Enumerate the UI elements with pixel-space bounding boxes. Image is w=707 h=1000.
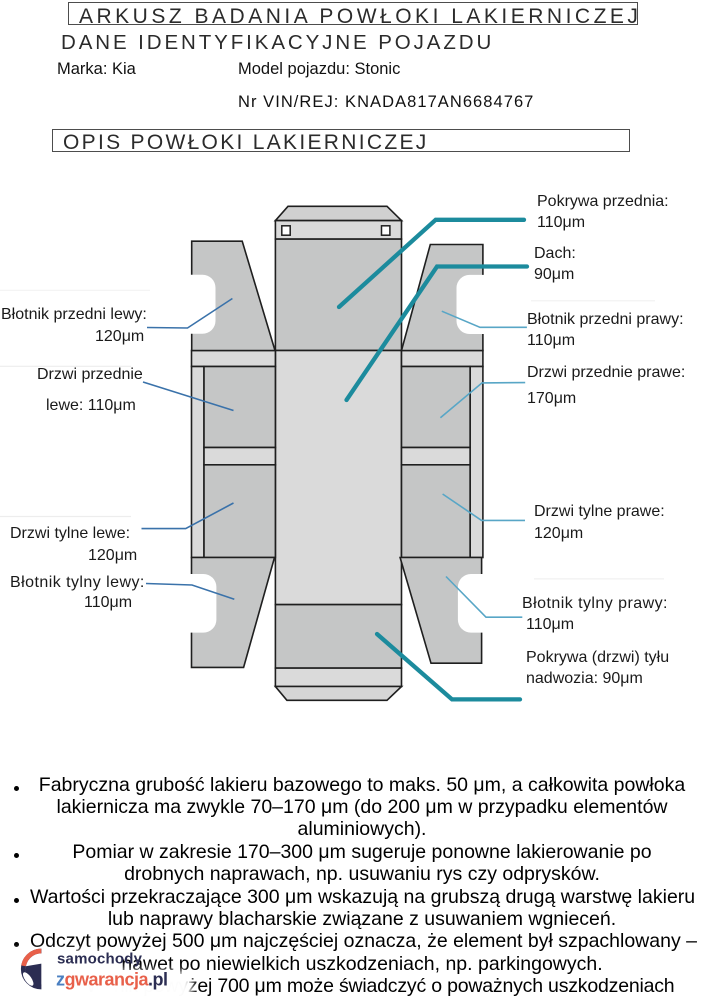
svg-text:samochody: samochody [57, 951, 143, 968]
svg-text:zgwarancja.pl: zgwarancja.pl [56, 969, 168, 989]
